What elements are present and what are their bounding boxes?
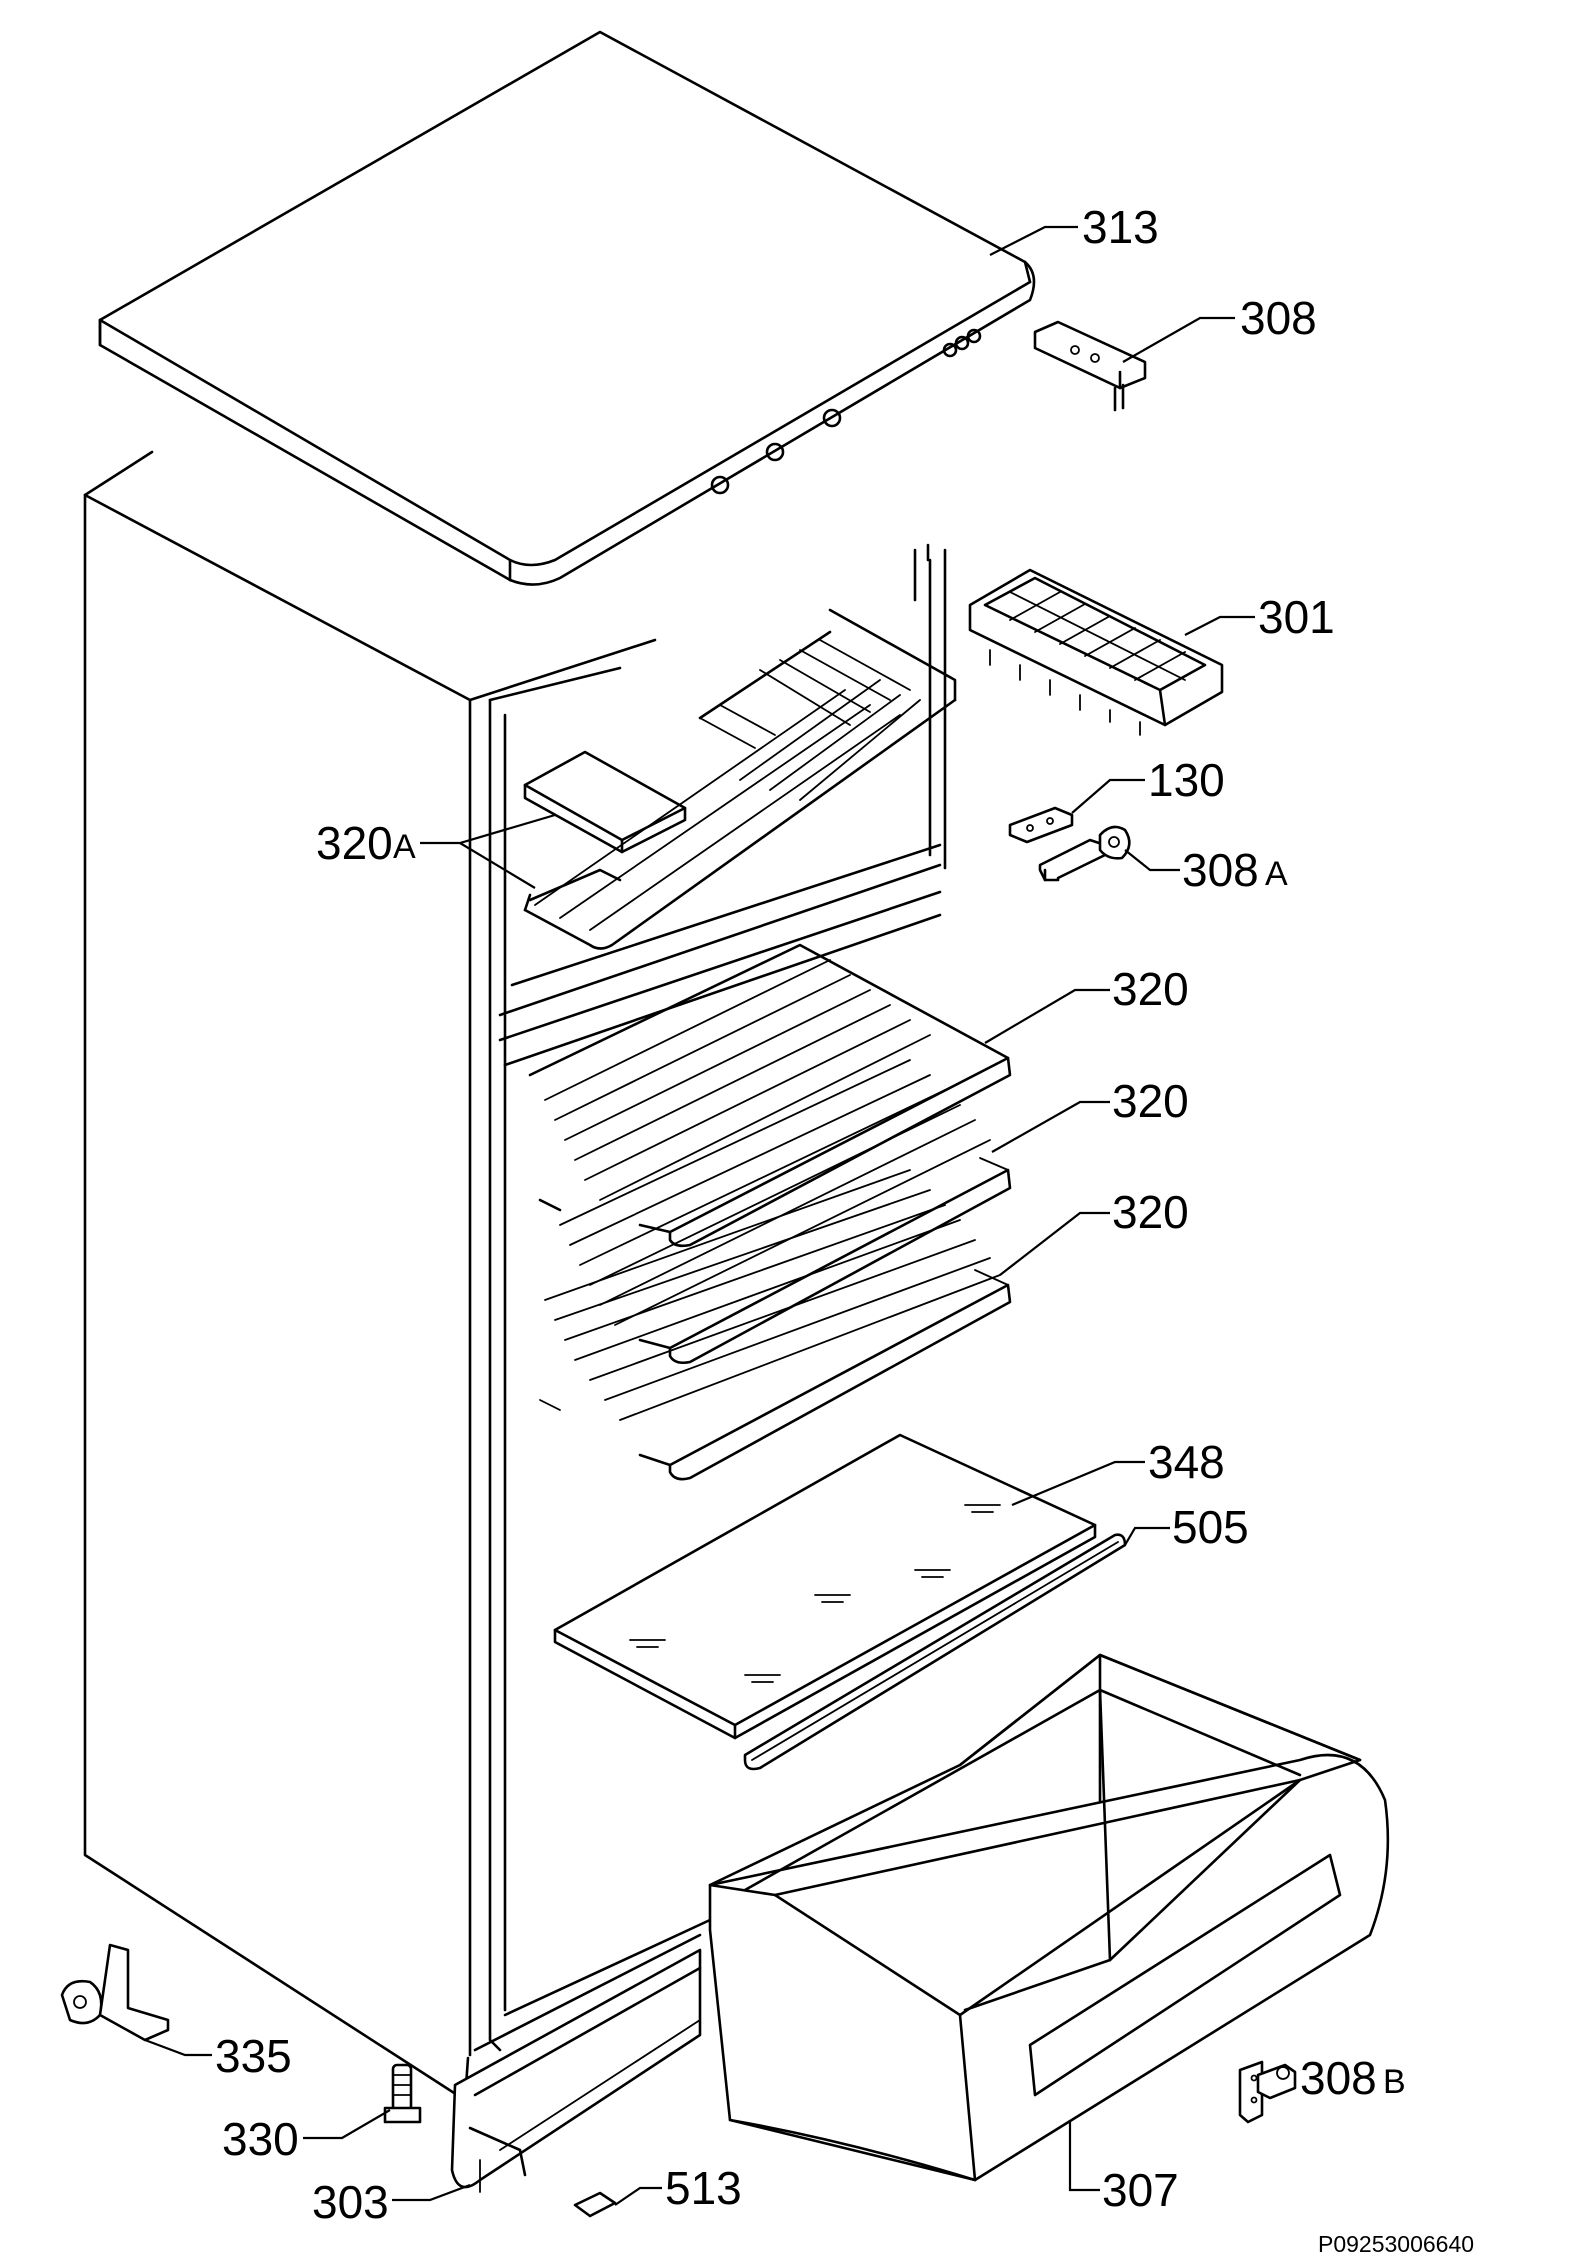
shelf-trim-505 (743, 1533, 1127, 1771)
hinge-308b (1238, 2060, 1297, 2124)
hinge-308a (1038, 825, 1131, 882)
freezer-shelf-320a (523, 608, 957, 950)
callout-308: 308 (1240, 292, 1317, 344)
callout-320-bottom: 320 (1112, 1186, 1189, 1238)
callout-513: 513 (665, 2162, 742, 2214)
callout-308a: 308 (1182, 844, 1259, 896)
ice-tray-301 (968, 568, 1224, 736)
callout-labels: 313 308 301 130 308 A 320 A 320 320 320 … (215, 201, 1474, 2257)
callout-335: 335 (215, 2030, 292, 2082)
hinge-335 (60, 1943, 170, 2042)
callout-308b-suffix: B (1383, 2063, 1406, 2101)
leader-lines (144, 225, 1255, 2206)
refrigerator-cabinet (83, 450, 947, 2102)
bracket-130 (1008, 806, 1074, 844)
callout-303: 303 (312, 2176, 389, 2228)
glass-shelf-348 (553, 1433, 1097, 1740)
clip-513 (573, 2191, 617, 2218)
callout-330: 330 (222, 2113, 299, 2165)
top-cover-313 (98, 30, 1036, 586)
callout-320-middle: 320 (1112, 1075, 1189, 1127)
foot-screw-330 (383, 2063, 422, 2124)
callout-308a-suffix: A (1265, 855, 1288, 893)
callout-313: 313 (1082, 201, 1159, 253)
callout-130: 130 (1148, 754, 1225, 806)
crisper-drawer-307 (708, 1653, 1390, 2182)
drawing-code: P09253006640 (1318, 2231, 1474, 2257)
callout-301: 301 (1258, 591, 1335, 643)
callout-320a: 320 (316, 817, 393, 869)
fridge-shelf-320-top (528, 943, 1012, 1248)
callout-320a-suffix: A (393, 828, 416, 866)
callout-505: 505 (1172, 1501, 1249, 1553)
hinge-308 (1033, 320, 1147, 412)
callout-308b: 308 (1300, 2052, 1377, 2104)
callout-348: 348 (1148, 1436, 1225, 1488)
callout-307: 307 (1102, 2164, 1179, 2216)
fridge-shelf-320-bottom (539, 1169, 1012, 1481)
fridge-shelf-320-middle (538, 1059, 1012, 1365)
callout-320-top: 320 (1112, 963, 1189, 1015)
